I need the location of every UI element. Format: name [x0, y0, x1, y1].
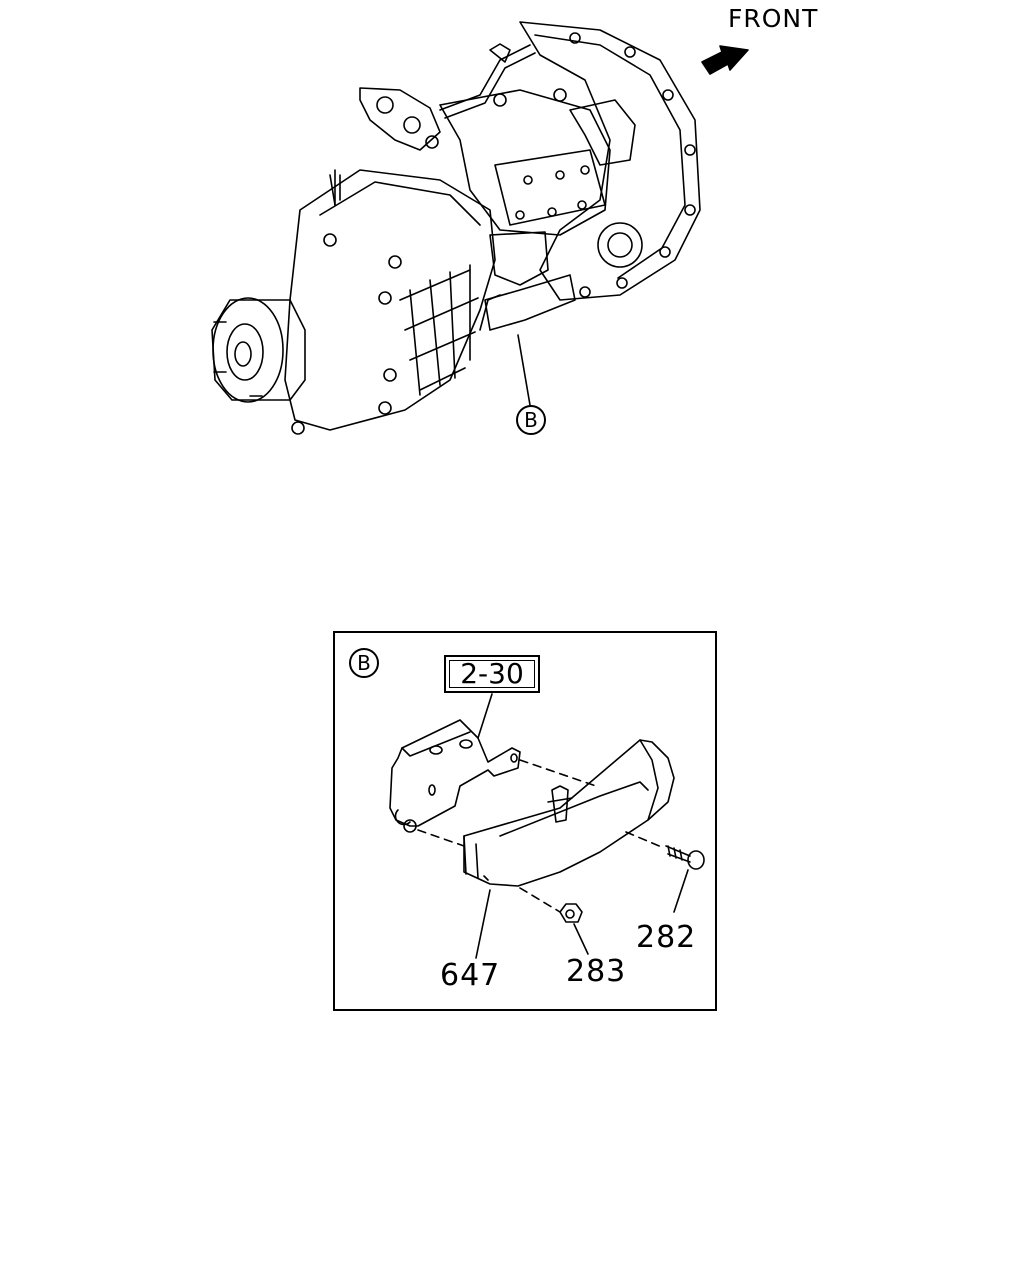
front-label: FRONT	[728, 4, 819, 33]
reference-box[interactable]: 2-30	[444, 655, 540, 693]
shift-tower	[439, 89, 611, 236]
part-label-282: 282	[636, 920, 697, 955]
reference-label: 2-30	[460, 657, 524, 690]
reference-box-inner-border	[449, 660, 535, 688]
bell-housing	[519, 21, 701, 301]
bolt-282	[665, 845, 691, 863]
part-label-647: 647	[440, 958, 501, 993]
detail-b-marker-label: B	[524, 408, 538, 432]
part-label-283: 283	[566, 954, 627, 989]
detail-b-heading-marker: B	[349, 648, 379, 678]
detail-b-heading-label: B	[357, 651, 371, 675]
detail-b-marker[interactable]: B	[516, 405, 546, 435]
mounting-bracket	[389, 719, 521, 827]
nut-283	[559, 903, 583, 923]
detail-b-frame	[333, 631, 717, 1011]
front-arrow-shape	[701, 45, 749, 75]
transmission-case	[284, 169, 496, 431]
guard-647	[463, 739, 675, 887]
